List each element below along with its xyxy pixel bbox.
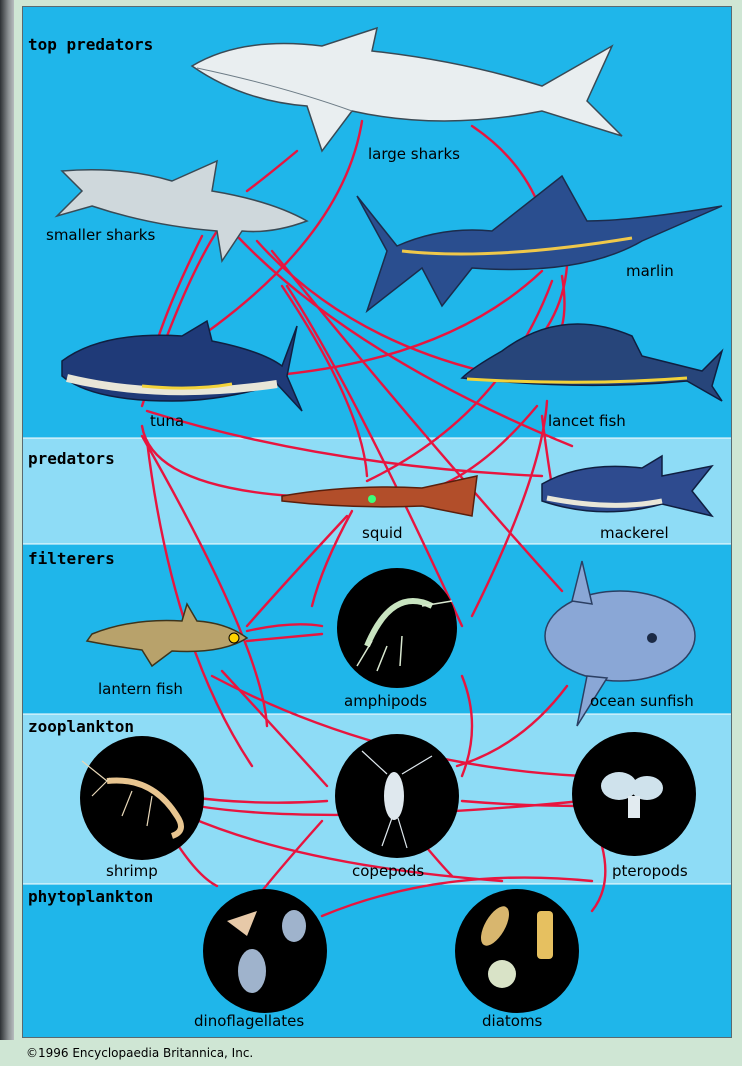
- pteropods-icon: [572, 732, 696, 856]
- band-label-zooplankton: zooplankton: [28, 717, 134, 736]
- label-diatoms: diatoms: [482, 1012, 543, 1030]
- band-label-filterers: filterers: [28, 549, 115, 568]
- label-shrimp: shrimp: [106, 862, 158, 880]
- label-amphipods: amphipods: [344, 692, 427, 710]
- copepods-icon: [335, 734, 459, 858]
- band-label-top-predators: top predators: [28, 35, 153, 54]
- label-copepods: copepods: [352, 862, 424, 880]
- label-pteropods: pteropods: [612, 862, 688, 880]
- amphipods-icon: [337, 568, 457, 688]
- label-tuna: tuna: [150, 412, 184, 430]
- copyright-credit: ©1996 Encyclopaedia Britannica, Inc.: [26, 1046, 253, 1060]
- label-marlin: marlin: [626, 262, 674, 280]
- dinoflagellates-icon: [203, 889, 327, 1013]
- label-dinoflagellates: dinoflagellates: [194, 1012, 304, 1030]
- label-mackerel: mackerel: [600, 524, 669, 542]
- label-large-sharks: large sharks: [368, 145, 460, 163]
- label-ocean-sunfish: ocean sunfish: [590, 692, 694, 710]
- label-lantern-fish: lantern fish: [98, 680, 183, 698]
- label-smaller-sharks: smaller sharks: [46, 226, 155, 244]
- left-edge-bar: [0, 0, 14, 1040]
- food-web-diagram: top predators predators filterers zoopla…: [22, 6, 732, 1038]
- label-squid: squid: [362, 524, 403, 542]
- band-label-predators: predators: [28, 449, 115, 468]
- shrimp-icon: [80, 736, 204, 860]
- band-label-phytoplankton: phytoplankton: [28, 887, 153, 906]
- diatoms-icon: [455, 889, 579, 1013]
- label-lancet-fish: lancet fish: [548, 412, 626, 430]
- band-phytoplankton: [22, 884, 732, 1038]
